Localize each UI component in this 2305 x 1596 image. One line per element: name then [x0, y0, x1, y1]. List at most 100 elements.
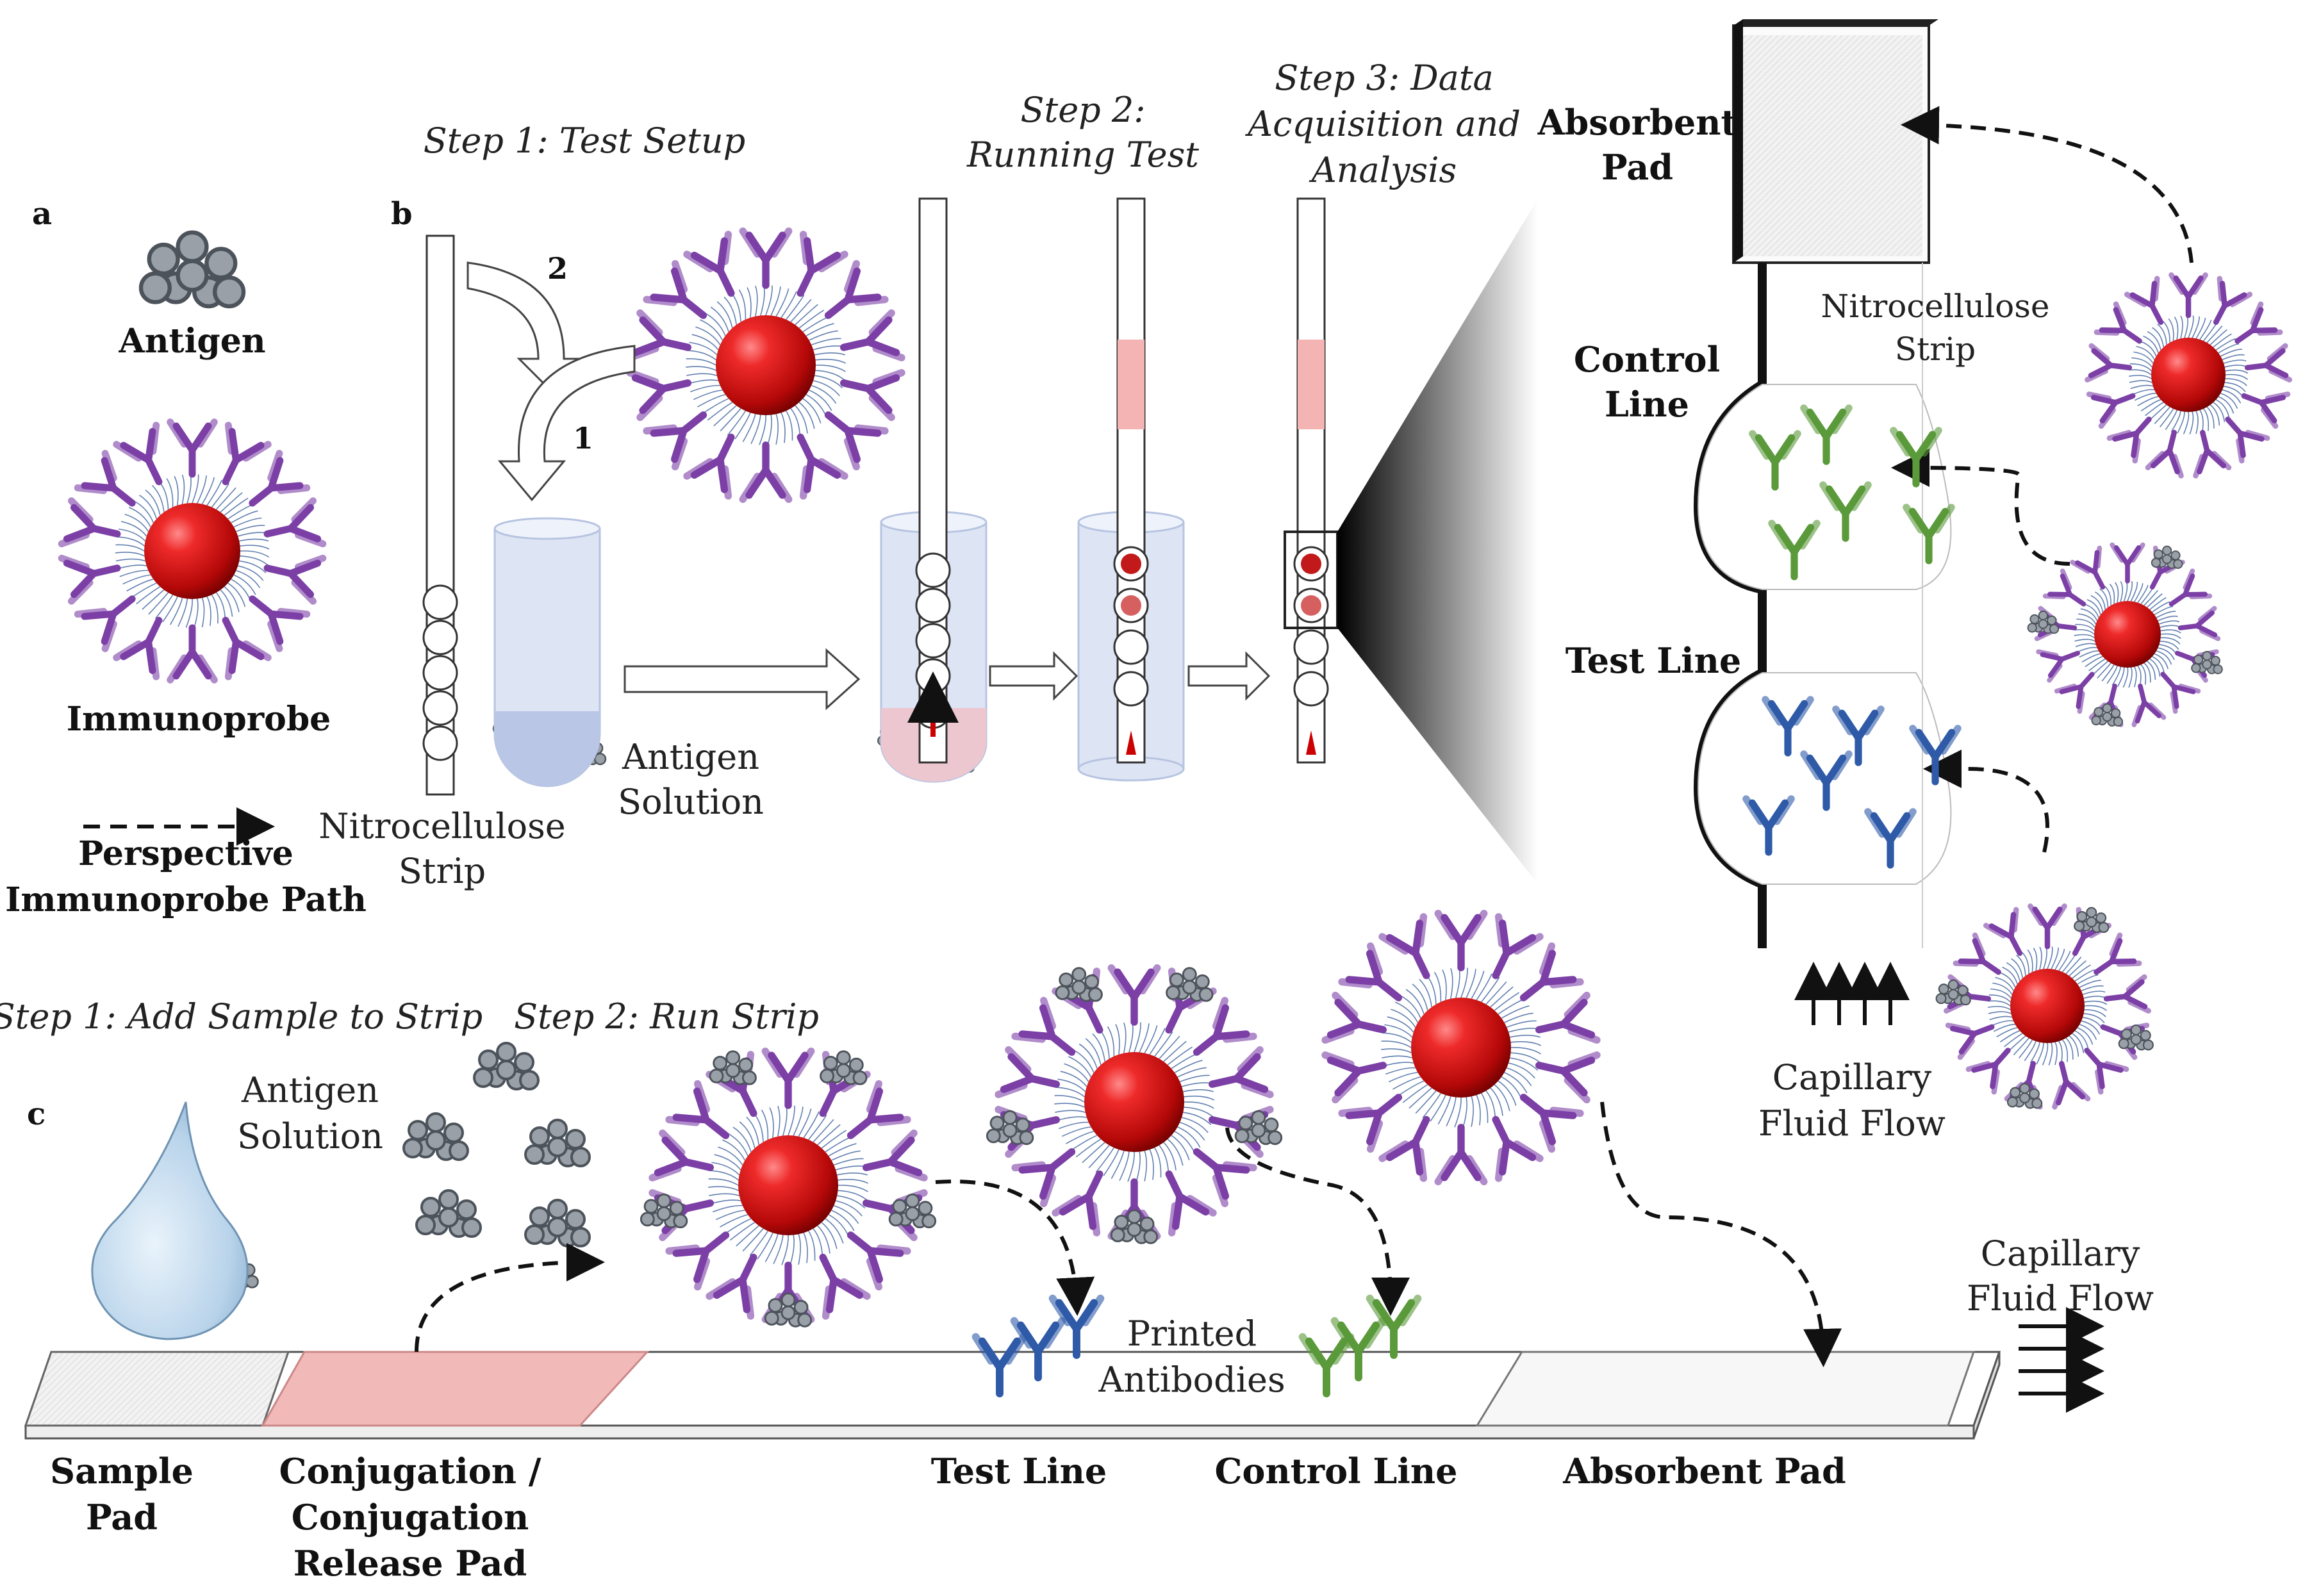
antigen-icon: [2191, 651, 2223, 675]
antigen-label: Antigen: [118, 322, 265, 361]
immunoprobe-icon: [2027, 542, 2223, 727]
antibody-icon: [74, 595, 136, 652]
antibody-icon: [2169, 568, 2213, 607]
setup-strip-label-2: Strip: [399, 851, 486, 891]
antibody-icon: [626, 309, 692, 361]
c-step1-label: Step 1: Add Sample to Strip: [0, 996, 483, 1037]
antibody-icon: [2028, 903, 2067, 950]
antibody-icon: [1535, 1051, 1601, 1104]
zoom-absorbent-label: Absorbent: [1537, 102, 1737, 143]
c-flow-label: Capillary: [1981, 1233, 2140, 1274]
antigen-icon: [709, 1050, 757, 1085]
immunoprobe-icon: [1935, 903, 2154, 1110]
antibody-icon: [74, 450, 136, 507]
antibody-icon: [2036, 649, 2080, 683]
antibody-icon: [1321, 991, 1387, 1044]
immunoprobe-path-label: Immunoprobe Path: [5, 880, 367, 919]
antibody-icon: [2177, 605, 2221, 641]
antibody-icon: [1864, 808, 1917, 869]
antibody-icon: [797, 433, 848, 500]
antibody-icon: [1519, 1094, 1584, 1153]
step-arrow-2-label: 2: [547, 251, 568, 286]
antibody-icon: [1378, 913, 1430, 980]
step2-label: Step 2:: [1021, 90, 1146, 130]
antibody-icon: [643, 411, 707, 471]
antibody-icon: [2193, 429, 2232, 479]
immunoprobe-icon: [640, 1048, 937, 1328]
printed-antibodies-label: Printed: [1127, 1313, 1257, 1354]
antibody-icon: [824, 259, 889, 319]
antibody-icon: [1535, 991, 1601, 1044]
antibody-icon: [1762, 696, 1814, 757]
immunoprobe-icon: [626, 227, 905, 503]
sample-pad-label: Sample: [50, 1451, 194, 1492]
c-solution-label: Antigen: [241, 1070, 379, 1110]
antibody-icon: [2084, 1048, 2129, 1095]
conjugation-pad-label-3: Release Pad: [293, 1543, 527, 1584]
c-step2-label: Step 2: Run Strip: [514, 996, 819, 1037]
antibody-icon: [862, 1129, 928, 1181]
antibody-icon: [819, 1253, 871, 1320]
antigen-icon: [888, 1193, 937, 1229]
conjugation-pad-label-2: Conjugation: [292, 1497, 529, 1538]
immunoprobe-icon: [2085, 272, 2292, 479]
perspective-label: Perspective: [78, 834, 293, 873]
antibody-icon: [1298, 1333, 1355, 1397]
antibody-icon: [1048, 1294, 1105, 1359]
antibody-icon: [1492, 1115, 1544, 1182]
step2-label-2: Running Test: [966, 135, 1199, 175]
antigen-icon: [138, 230, 246, 309]
antibody-icon: [1519, 942, 1584, 1001]
flow-arrow-icon: [624, 648, 861, 711]
antibody-icon: [58, 554, 121, 605]
antibody-icon: [995, 1046, 1061, 1098]
immunoprobe-icon: [986, 964, 1283, 1244]
zoom-test-label: Test Line: [1566, 640, 1742, 681]
antibody-icon: [1945, 1023, 1995, 1060]
antibody-icon: [1366, 1294, 1422, 1359]
zoom-control-label-2: Line: [1605, 384, 1689, 425]
antibody-icon: [824, 411, 889, 471]
antibody-icon: [1800, 750, 1853, 811]
antibody-icon: [222, 616, 272, 680]
c-path-arrow-1: [415, 1243, 605, 1353]
antibody-icon: [761, 1048, 815, 1109]
antibody-icon: [1953, 932, 2001, 975]
antibody-icon: [167, 624, 218, 684]
antigen-tube-setup: [493, 517, 601, 787]
conjugation-pad-label: Conjugation /: [279, 1451, 541, 1492]
antibody-icon: [1768, 520, 1821, 580]
step-arrow-1-icon: [497, 345, 636, 502]
antibody-icon: [2070, 545, 2106, 590]
antibody-icon: [2094, 301, 2142, 344]
antibody-icon: [2052, 1060, 2091, 1110]
antibody-icon: [167, 418, 218, 478]
capillary-flow-up-arrows: [1794, 962, 1910, 1025]
antibody-icon: [643, 259, 707, 319]
c-control-line-label: Control Line: [1214, 1451, 1457, 1492]
panel-letter-c: c: [27, 1096, 45, 1132]
antibody-icon: [739, 227, 793, 289]
antibody-icon: [665, 1080, 730, 1139]
antibody-icon: [1011, 996, 1076, 1056]
antibody-icon: [1321, 1051, 1387, 1104]
antibody-icon: [1434, 1124, 1488, 1185]
antibody-icon: [1011, 1148, 1076, 1208]
antigen-icon: [2118, 1024, 2154, 1051]
zoom-path-arrow-low: [1923, 750, 2049, 853]
zoom-control-label: Control: [1574, 339, 1720, 380]
antigen-icon: [1234, 1110, 1283, 1146]
antibody-icon: [2110, 542, 2145, 584]
immunoprobe-icon: [1321, 910, 1601, 1185]
flow-arrow-small-2-icon: [1187, 651, 1271, 701]
antibody-group: [971, 404, 1962, 1397]
antibody-icon: [847, 1231, 911, 1291]
printed-antibodies-label-2: Antibodies: [1098, 1360, 1285, 1400]
antibody-icon: [847, 1080, 911, 1139]
antibody-icon: [2103, 974, 2151, 1014]
antibody-icon: [1832, 705, 1885, 766]
antibody-icon: [1742, 795, 1795, 856]
nitrocellulose-strip-setup: [422, 234, 458, 796]
antigen-icon: [402, 1112, 469, 1161]
